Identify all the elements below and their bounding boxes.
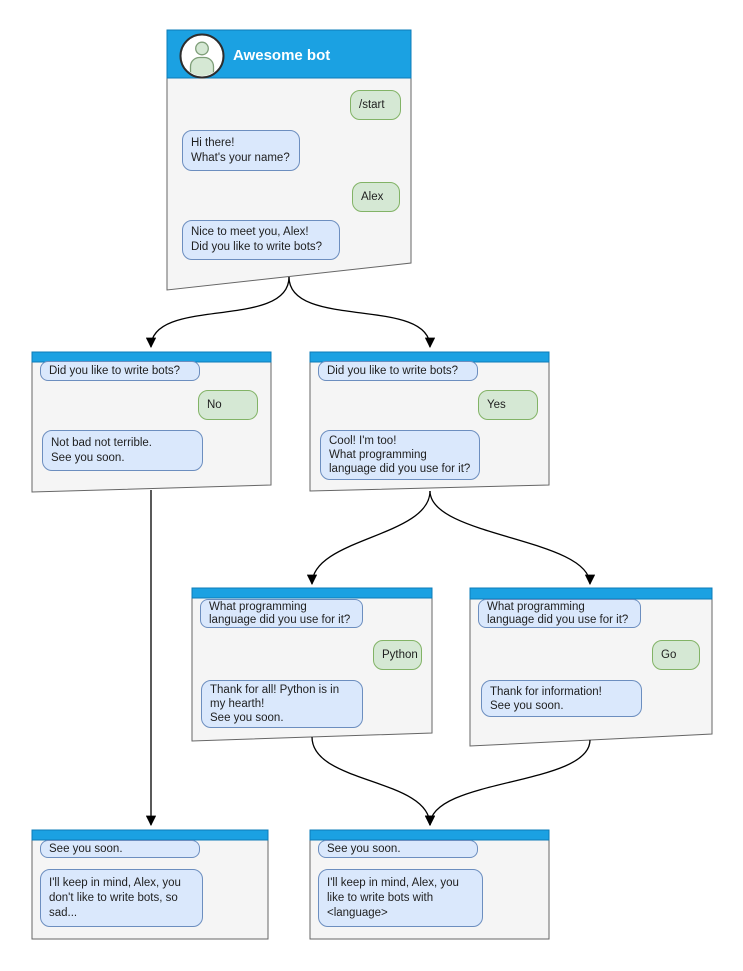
bot-reply-bubble-no: Not bad not terrible. See you soon. bbox=[42, 430, 203, 471]
bot-reply-bubble-end-no: I'll keep in mind, Alex, you don't like … bbox=[40, 869, 203, 927]
flow-arrow-python-to-end bbox=[311, 736, 436, 827]
user-answer-bubble-no: No bbox=[198, 390, 258, 420]
question-bubble-go: What programming language did you use fo… bbox=[478, 599, 641, 628]
bot-question-bubble: Nice to meet you, Alex! Did you like to … bbox=[182, 220, 340, 260]
question-bubble-end-yes: See you soon. bbox=[318, 840, 478, 858]
bot-reply-bubble-yes: Cool! I'm too! What programming language… bbox=[320, 430, 480, 480]
avatar bbox=[179, 33, 225, 79]
flow-arrow-yes-to-python bbox=[306, 490, 431, 586]
bot-greeting-bubble: Hi there! What's your name? bbox=[182, 130, 300, 171]
flow-arrow-root-to-yes bbox=[288, 276, 436, 349]
question-bubble-yes: Did you like to write bots? bbox=[318, 361, 478, 381]
window-go-header bbox=[469, 587, 713, 600]
user-start-bubble: /start bbox=[350, 90, 401, 120]
window-python-header bbox=[191, 587, 433, 599]
bot-avatar-icon bbox=[189, 41, 215, 76]
user-name-bubble: Alex bbox=[352, 182, 400, 212]
question-bubble-python: What programming language did you use fo… bbox=[200, 599, 363, 628]
bot-reply-bubble-end-yes: I'll keep in mind, Alex, you like to wri… bbox=[318, 869, 483, 927]
flow-arrow-yes-to-go bbox=[429, 490, 596, 586]
flow-arrow-go-to-end bbox=[424, 739, 591, 827]
window-end-yes-header bbox=[309, 829, 550, 841]
window-root-title: Awesome bot bbox=[233, 47, 331, 64]
window-end-no-header bbox=[31, 829, 269, 841]
flow-arrow-root-to-no bbox=[145, 276, 290, 349]
question-bubble-end-no: See you soon. bbox=[40, 840, 200, 858]
user-answer-bubble-python: Python bbox=[373, 640, 422, 670]
bot-reply-bubble-go: Thank for information! See you soon. bbox=[481, 680, 642, 717]
question-bubble-no: Did you like to write bots? bbox=[40, 361, 200, 381]
user-answer-bubble-yes: Yes bbox=[478, 390, 538, 420]
user-answer-bubble-go: Go bbox=[652, 640, 700, 670]
bot-reply-bubble-python: Thank for all! Python is in my hearth! S… bbox=[201, 680, 363, 728]
